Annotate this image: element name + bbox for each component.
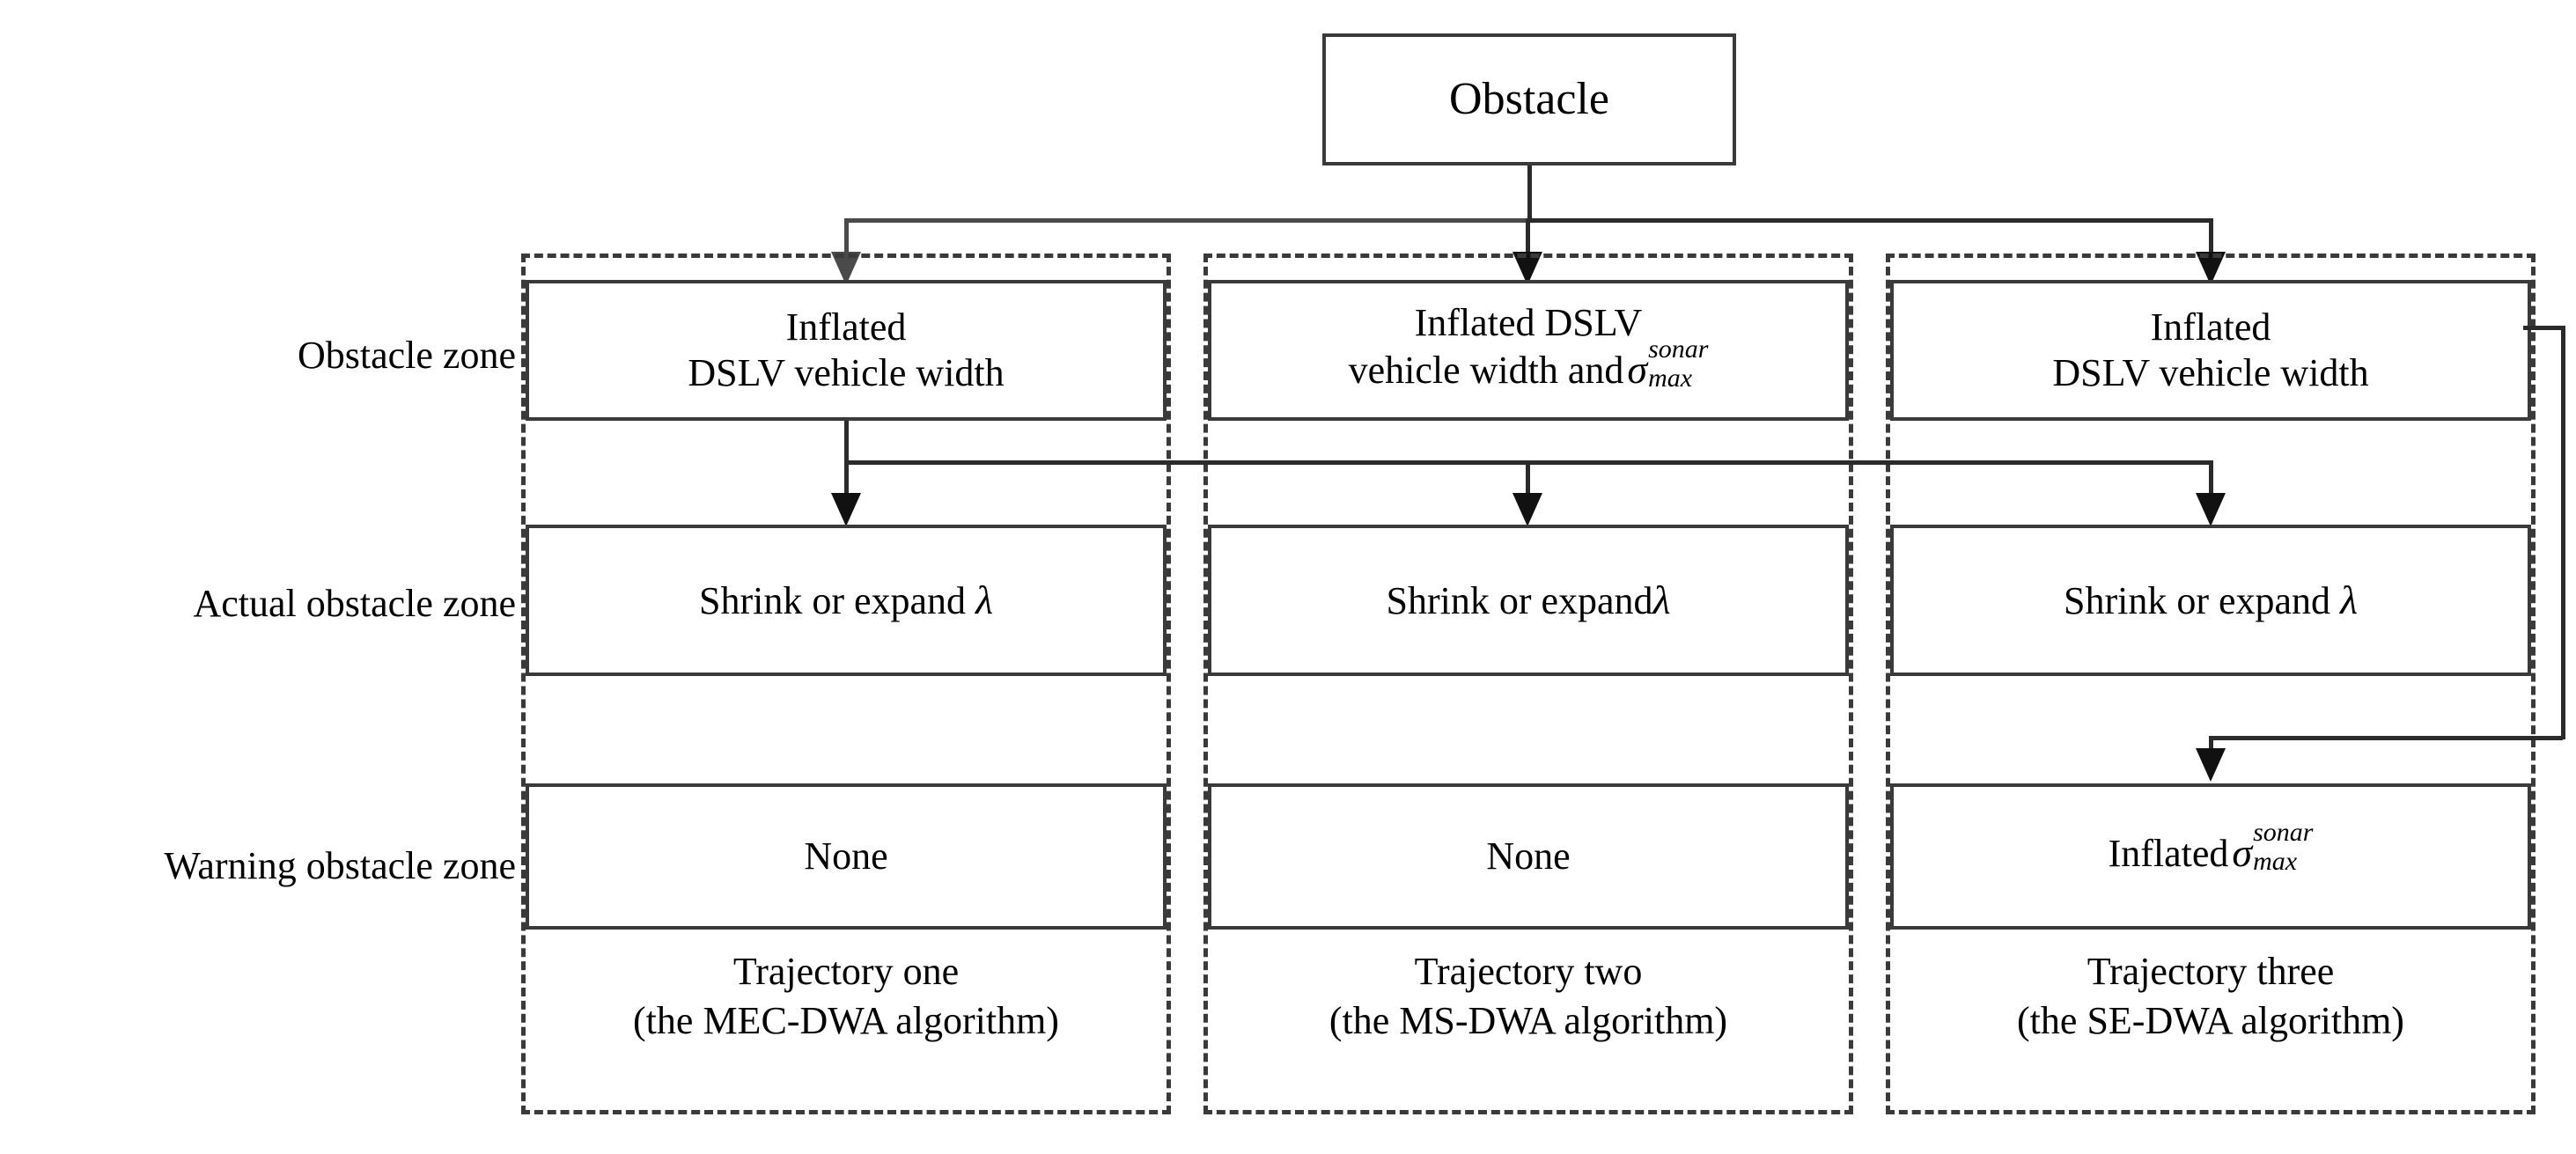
caption-line-1: Trajectory one bbox=[732, 950, 960, 993]
bypass-vertical-segment bbox=[2561, 326, 2565, 739]
cell-line-1: Inflated bbox=[2108, 831, 2229, 875]
row-label-obstacle-zone: Obstacle zone bbox=[298, 334, 516, 377]
sigma-subscript: max bbox=[2253, 846, 2298, 876]
arrowhead-col3-row2 bbox=[2196, 493, 2226, 526]
cell-warning-zone-col1: None bbox=[526, 783, 1167, 930]
sigma-superscript: sonar bbox=[1648, 334, 1709, 364]
distributor-bar-left bbox=[846, 218, 1527, 223]
bypass-bottom-segment bbox=[2211, 736, 2563, 740]
caption-line-2: (the SE-DWA algorithm) bbox=[2017, 999, 2404, 1043]
trajectory-two-group bbox=[1203, 254, 1853, 1114]
cell-actual-zone-col1-text: Shrink or expand λ bbox=[688, 577, 1004, 624]
lambda-symbol: λ bbox=[975, 577, 993, 622]
distributor-bar-right bbox=[1527, 218, 2211, 223]
caption-line-2: (the MEC-DWA algorithm) bbox=[633, 999, 1059, 1043]
cell-obstacle-zone-col3-text: Inflated DSLV vehicle width bbox=[2042, 305, 2379, 396]
connector-col3-row2 bbox=[2209, 460, 2213, 500]
cell-line-1: Shrink or expand bbox=[1386, 578, 1653, 622]
sigma-script-group: sonar max bbox=[1648, 335, 1708, 399]
cell-obstacle-zone-col3: Inflated DSLV vehicle width bbox=[1890, 280, 2531, 421]
sigma-symbol: σ bbox=[2232, 829, 2253, 875]
caption-trajectory-three: Trajectory three (the SE-DWA algorithm) bbox=[1890, 947, 2531, 1047]
cell-line-1: Inflated bbox=[2150, 305, 2271, 349]
sigma-superscript: sonar bbox=[2253, 818, 2314, 848]
drop-connector-col1 bbox=[844, 218, 849, 255]
cell-line-2: DSLV vehicle width bbox=[688, 351, 1005, 394]
caption-line-1: Trajectory two bbox=[1414, 950, 1643, 993]
cell-line-1: Shrink or expand bbox=[2064, 578, 2331, 622]
caption-trajectory-one: Trajectory one (the MEC-DWA algorithm) bbox=[526, 947, 1167, 1047]
sigma-symbol: σ bbox=[1627, 346, 1648, 392]
cell-obstacle-zone-col2: Inflated DSLV vehicle width andσ sonar m… bbox=[1208, 280, 1849, 421]
cell-line-2: vehicle width and bbox=[1348, 348, 1624, 392]
cell-obstacle-zone-col1-text: Inflated DSLV vehicle width bbox=[677, 305, 1014, 396]
caption-line-2: (the MS-DWA algorithm) bbox=[1328, 999, 1728, 1043]
trajectory-three-group bbox=[1886, 254, 2536, 1114]
row-label-actual-obstacle-zone: Actual obstacle zone bbox=[193, 582, 516, 625]
cell-actual-zone-col1: Shrink or expand λ bbox=[526, 525, 1167, 676]
caption-line-1: Trajectory three bbox=[2087, 950, 2335, 993]
row-label-warning-obstacle-zone: Warning obstacle zone bbox=[164, 844, 516, 887]
cell-warning-zone-col2: None bbox=[1208, 783, 1849, 930]
cell-line-2: DSLV vehicle width bbox=[2052, 351, 2369, 394]
cell-warning-zone-col2-text: None bbox=[1486, 834, 1571, 878]
cell-actual-zone-col3: Shrink or expand λ bbox=[1890, 525, 2531, 676]
cell-actual-zone-col2: Shrink or expandλ bbox=[1208, 525, 1849, 676]
cell-warning-zone-col1-text: None bbox=[804, 834, 888, 878]
cell-obstacle-zone-col2-text: Inflated DSLV vehicle width andσ sonar m… bbox=[1338, 300, 1719, 401]
bypass-drop-stub bbox=[2209, 736, 2213, 753]
obstacle-root-box: Obstacle bbox=[1322, 33, 1736, 165]
root-stem-connector bbox=[1527, 165, 1532, 220]
sigma-subscript: max bbox=[1648, 363, 1693, 393]
arrowhead-col2-row2 bbox=[1512, 493, 1542, 526]
drop-connector-col3 bbox=[2209, 218, 2213, 255]
arrowhead-col1-row2 bbox=[831, 493, 861, 526]
cell-warning-zone-col3-text: Inflatedσ sonar max bbox=[2098, 819, 2324, 885]
cell-warning-zone-col3: Inflatedσ sonar max bbox=[1890, 783, 2531, 930]
lambda-symbol: λ bbox=[2340, 577, 2358, 622]
connector-col2-row2 bbox=[1526, 460, 1530, 500]
sigma-script-group: sonar max bbox=[2253, 819, 2313, 882]
cell-line-1: Inflated bbox=[785, 305, 907, 349]
cell-actual-zone-col2-text: Shrink or expandλ bbox=[1376, 577, 1682, 624]
lambda-symbol: λ bbox=[1652, 577, 1671, 622]
obstacle-root-label: Obstacle bbox=[1449, 74, 1609, 124]
trajectory-one-group bbox=[521, 254, 1171, 1114]
cell-line-1: Shrink or expand bbox=[699, 578, 967, 622]
drop-connector-col2 bbox=[1526, 218, 1530, 255]
bypass-top-segment bbox=[2523, 326, 2565, 330]
cell-actual-zone-col3-text: Shrink or expand λ bbox=[2053, 577, 2368, 624]
caption-trajectory-two: Trajectory two (the MS-DWA algorithm) bbox=[1208, 947, 1849, 1047]
cell-line-1: Inflated DSLV bbox=[1414, 300, 1643, 344]
cell-obstacle-zone-col1: Inflated DSLV vehicle width bbox=[526, 280, 1167, 421]
arrowhead-col3-row3 bbox=[2196, 748, 2226, 782]
